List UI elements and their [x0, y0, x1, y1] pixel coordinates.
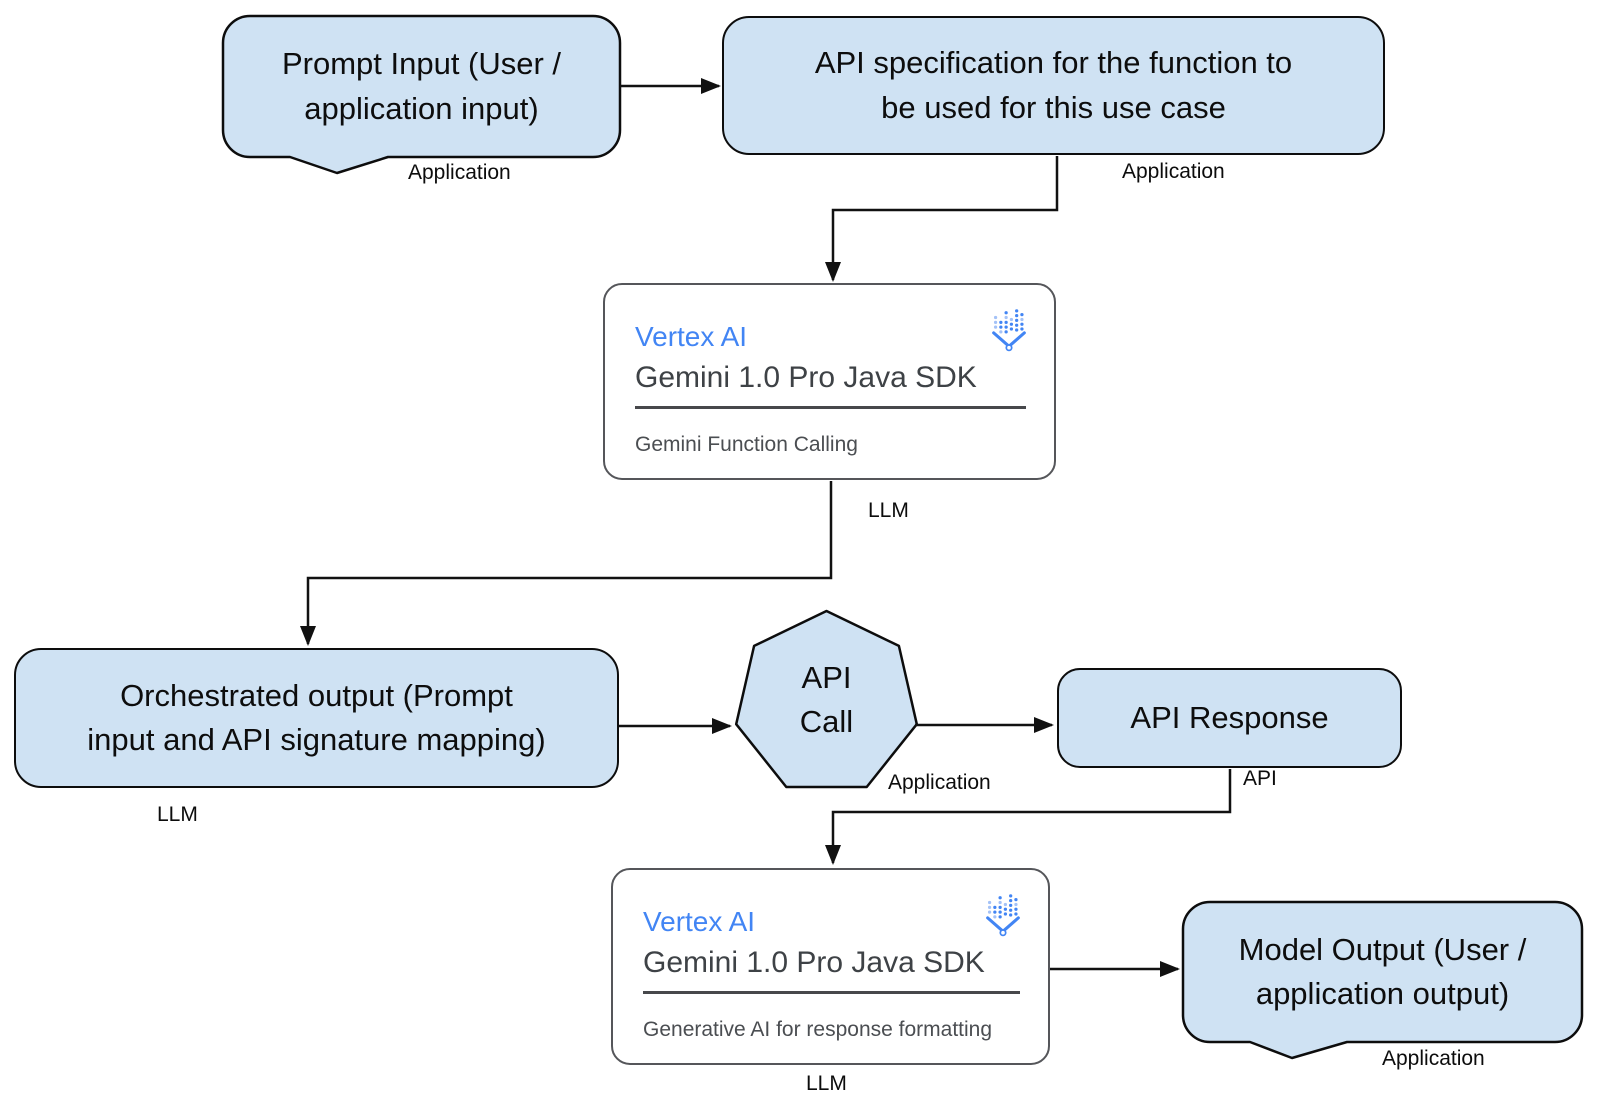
tag-api-response: API	[1243, 767, 1277, 790]
tag-api-spec: Application	[1122, 160, 1225, 183]
tag-model-output: Application	[1382, 1047, 1485, 1070]
api-call-node: API Call	[736, 614, 917, 786]
vertex-card-function-calling: Vertex AI Gemini 1.0 Pro Java SDK Gemini…	[603, 283, 1056, 480]
tag-api-call: Application	[888, 771, 991, 794]
api-spec-node: API specification for the function to be…	[722, 16, 1385, 155]
model-output-label: Model Output (User / application output)	[1238, 931, 1527, 1011]
vertex-ai-icon	[986, 894, 1020, 937]
vertex-card-caption: Generative AI for response formatting	[643, 1018, 993, 1041]
tag-orchestrated-output: LLM	[157, 803, 198, 826]
vertex-product-name: Vertex AI	[643, 906, 756, 937]
vertex-sdk-name: Gemini 1.0 Pro Java SDK	[643, 946, 985, 979]
tag-prompt-input: Application	[408, 161, 511, 184]
api-call-heptagon-shape	[734, 609, 919, 789]
card-divider	[635, 406, 1026, 409]
model-output-node: Model Output (User / application output)	[1183, 902, 1582, 1042]
arrow-function-card-to-orchestrated	[300, 481, 833, 646]
model-output-callout-shape	[1181, 900, 1584, 1060]
tag-response-formatting-card: LLM	[806, 1072, 847, 1095]
vertex-ai-icon	[992, 309, 1026, 352]
orchestrated-output-label: Orchestrated output (Prompt input and AP…	[87, 677, 546, 757]
vertex-card-caption: Gemini Function Calling	[635, 433, 858, 456]
prompt-input-label: Prompt Input (User / application input)	[281, 46, 562, 126]
api-spec-label: API specification for the function to be…	[814, 45, 1293, 125]
arrow-apiresponse-to-formatting-card	[825, 769, 1232, 865]
orchestrated-output-node: Orchestrated output (Prompt input and AP…	[14, 648, 619, 788]
prompt-input-node: Prompt Input (User / application input)	[223, 16, 620, 157]
tag-function-calling-card: LLM	[868, 499, 909, 522]
vertex-card-response-formatting: Vertex AI Gemini 1.0 Pro Java SDK Genera…	[611, 868, 1050, 1065]
prompt-input-callout-shape	[221, 14, 622, 175]
vertex-product-name: Vertex AI	[635, 321, 748, 352]
arrow-apispec-to-function-card	[825, 156, 1059, 282]
api-response-label: API Response	[1130, 699, 1329, 735]
vertex-sdk-name: Gemini 1.0 Pro Java SDK	[635, 361, 977, 394]
api-call-label: API Call	[799, 659, 854, 739]
api-response-node: API Response	[1057, 668, 1402, 768]
card-divider	[643, 991, 1020, 994]
